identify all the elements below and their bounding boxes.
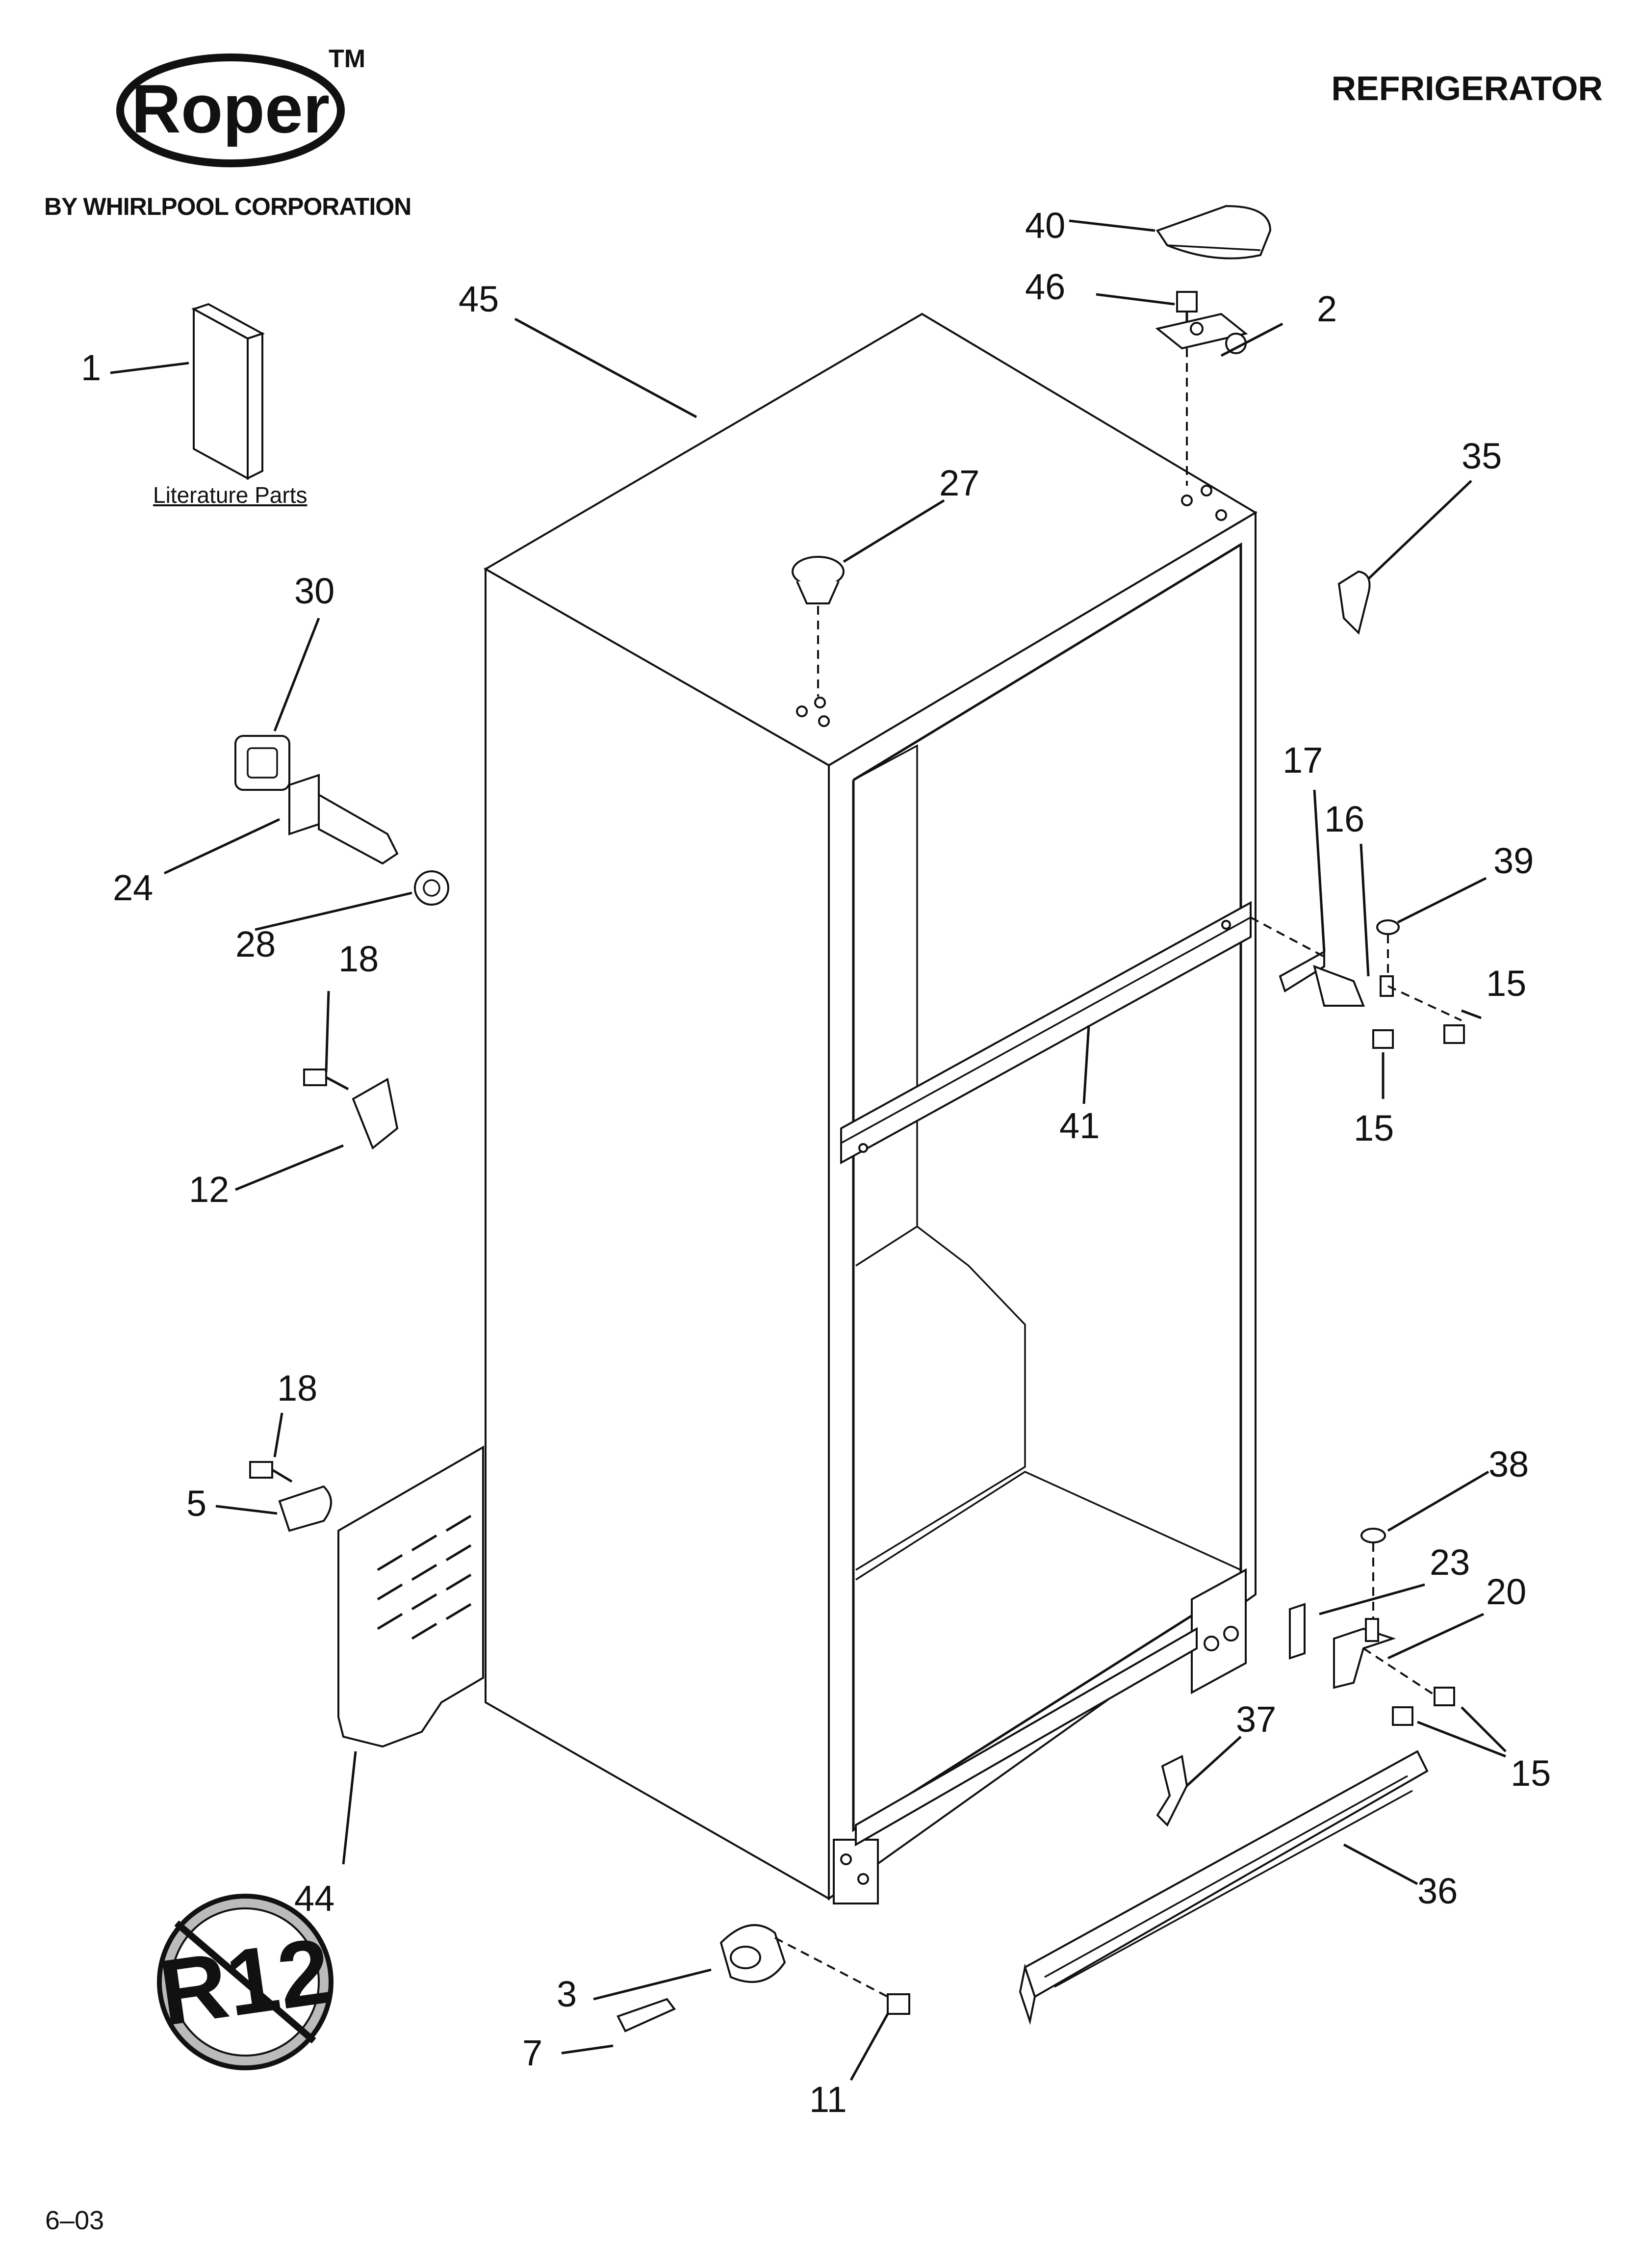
rear-panel xyxy=(337,1445,484,1748)
callout-labels: 1 2 3 5 7 11 12 15 15 15 16 17 18 18 20 … xyxy=(81,205,1551,2120)
callout-37: 37 xyxy=(1236,1699,1276,1740)
logo-wordmark: Roper xyxy=(131,70,330,147)
callout-18a: 18 xyxy=(338,938,379,979)
page-title: REFRIGERATOR xyxy=(1331,69,1603,107)
callout-5: 5 xyxy=(186,1483,206,1524)
grille-clip xyxy=(1156,1755,1188,1827)
bottom-rail xyxy=(855,1627,1198,1847)
brand-subtitle: BY WHIRLPOOL CORPORATION xyxy=(44,193,411,220)
callout-28: 28 xyxy=(235,924,276,965)
callout-20: 20 xyxy=(1486,1571,1526,1612)
literature-parts-label: Literature Parts xyxy=(153,482,308,508)
date-code: 6–03 xyxy=(45,2206,104,2235)
callout-3: 3 xyxy=(557,1974,577,2014)
hole-plug xyxy=(792,556,845,697)
callout-45: 45 xyxy=(459,279,499,319)
callout-15b: 15 xyxy=(1354,1108,1394,1148)
hinge-cover xyxy=(1337,570,1371,635)
callout-24: 24 xyxy=(113,867,153,908)
bottom-hinge-assembly xyxy=(1289,1528,1455,1726)
callout-27: 27 xyxy=(939,463,979,503)
callout-30: 30 xyxy=(294,571,334,611)
divider-rail xyxy=(840,901,1252,1165)
callout-23: 23 xyxy=(1430,1542,1470,1583)
callout-17: 17 xyxy=(1283,740,1323,781)
literature-book xyxy=(191,303,265,480)
callout-12: 12 xyxy=(189,1169,229,1210)
callout-44: 44 xyxy=(294,1878,334,1919)
hinge-screw-lower xyxy=(1372,1029,1394,1049)
callout-35: 35 xyxy=(1462,436,1502,476)
callout-46: 46 xyxy=(1025,266,1065,307)
leader-lines xyxy=(110,219,1507,2081)
callout-18b: 18 xyxy=(277,1368,317,1408)
door-stop-assembly xyxy=(234,735,449,906)
callout-16: 16 xyxy=(1324,799,1364,839)
roper-logo: Roper xyxy=(116,53,345,167)
leveling-roller-assembly xyxy=(616,1924,910,2033)
trademark-mark: TM xyxy=(329,45,366,73)
callout-11: 11 xyxy=(809,2079,847,2120)
cabinet xyxy=(484,313,1257,1904)
lower-clamp xyxy=(249,1461,332,1532)
center-hinge-assembly xyxy=(1250,916,1465,1049)
no-r12-symbol: R12 xyxy=(154,1894,337,2070)
callout-15a: 15 xyxy=(1486,963,1526,1004)
callout-15c: 15 xyxy=(1511,1753,1551,1794)
callout-38: 38 xyxy=(1488,1444,1529,1485)
callout-39: 39 xyxy=(1493,840,1534,881)
callout-2: 2 xyxy=(1317,288,1337,329)
upper-clip xyxy=(303,1069,399,1150)
hinge-screw-right xyxy=(1443,1024,1465,1044)
callout-41: 41 xyxy=(1059,1105,1100,1146)
callout-7: 7 xyxy=(522,2033,542,2073)
toe-grille xyxy=(1019,1750,1429,2025)
callout-1: 1 xyxy=(81,347,101,388)
panel-vents xyxy=(377,1514,472,1640)
callout-36: 36 xyxy=(1417,1871,1458,1911)
callout-40: 40 xyxy=(1025,205,1065,246)
top-hinge xyxy=(1155,313,1248,354)
hinge-cap xyxy=(1155,205,1272,260)
